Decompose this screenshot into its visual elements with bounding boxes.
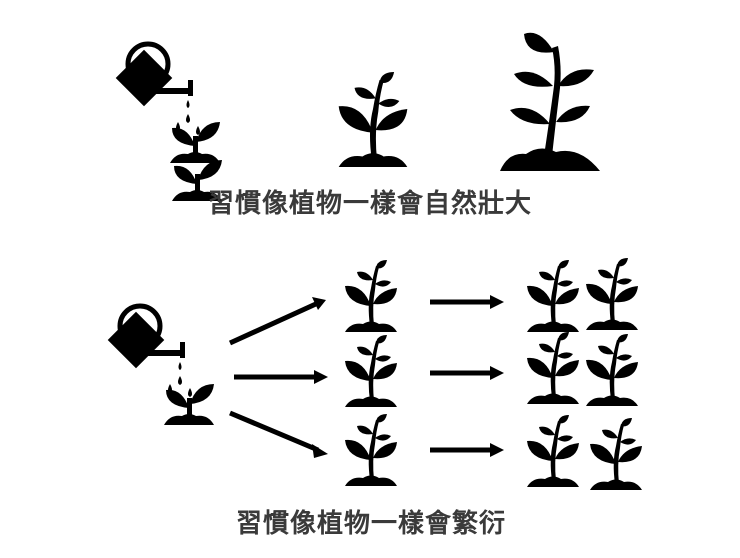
arrow-right-row2-icon	[430, 366, 504, 380]
plant-icon	[345, 260, 397, 332]
plant-icon	[590, 418, 642, 490]
top-caption: 習慣像植物一樣會自然壯大	[208, 189, 533, 219]
arrow-right-row3-icon	[430, 443, 504, 457]
plant-icon	[586, 334, 638, 406]
plant-icon	[527, 415, 579, 487]
arrow-right-icon	[234, 370, 328, 384]
plant-icon	[527, 332, 579, 404]
bottom-caption: 習慣像植物一樣會繁衍	[236, 509, 507, 539]
arrow-down-icon	[229, 410, 328, 458]
plant-icon	[345, 414, 397, 486]
plant-icon	[527, 260, 579, 332]
arrow-up-icon	[228, 297, 326, 346]
arrow-right-row1-icon	[430, 295, 504, 309]
plant-icon	[345, 335, 397, 407]
plant-icon	[586, 258, 638, 330]
